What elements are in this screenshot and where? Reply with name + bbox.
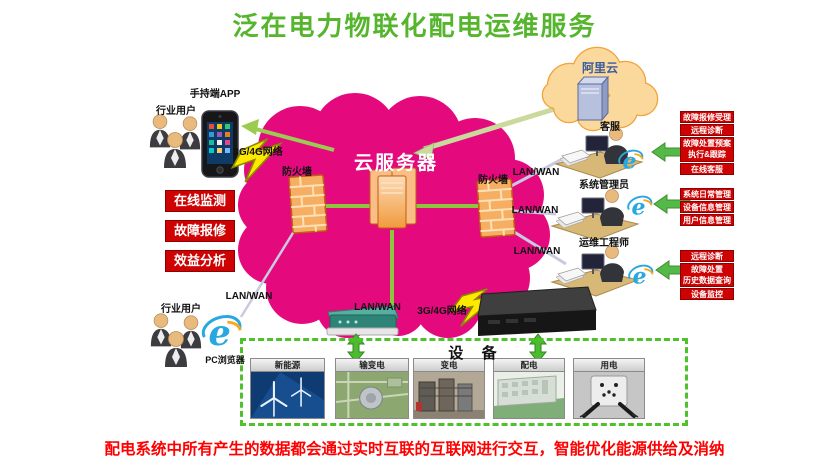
green-network-lines bbox=[324, 204, 480, 306]
router-icon bbox=[326, 305, 399, 336]
user-info-mgmt-box: 用户信息管理 bbox=[680, 214, 734, 226]
remote-diagnosis-box-2: 远程诊断 bbox=[680, 250, 734, 262]
network-3g4g-bottom-label: 3G/4G网络 bbox=[417, 306, 467, 317]
industry-users-bottom-icon bbox=[151, 314, 201, 367]
ali-cloud-label: 阿里云 bbox=[581, 61, 618, 75]
wind-energy-image bbox=[251, 372, 324, 418]
firewall-left-label: 防火墙 bbox=[282, 167, 312, 178]
firewall-left-icon bbox=[288, 173, 328, 235]
role-sysadmin-label: 系统管理员 bbox=[579, 180, 629, 191]
pc-browser-label: PC浏览器 bbox=[205, 355, 245, 365]
equipment-card-new-energy: 新能源 bbox=[250, 358, 325, 419]
lan-wan-right-label-2: LAN/WAN bbox=[511, 205, 559, 216]
lan-line-left bbox=[239, 227, 298, 318]
operator-desk-icon-2 bbox=[551, 188, 639, 241]
card-title-consumption: 用电 bbox=[574, 359, 644, 372]
cloud-server-icon bbox=[369, 167, 417, 229]
smartphone-icon bbox=[201, 110, 239, 178]
ie-browser-icon-2 bbox=[627, 193, 653, 222]
device-info-mgmt-box: 设备信息管理 bbox=[680, 201, 734, 213]
cloud-server-label: 云服务器 bbox=[353, 153, 438, 174]
fault-plan-tracking-box: 故障处置预案 执行&跟踪 bbox=[680, 137, 734, 162]
fault-report-box: 故障报修 bbox=[165, 220, 235, 242]
equipment-box bbox=[240, 338, 688, 426]
equipment-card-distribution: 配电 bbox=[493, 358, 565, 419]
equipment-card-substation: 变电 bbox=[413, 358, 485, 419]
card-title-transmission: 输变电 bbox=[336, 359, 408, 372]
power-socket-image bbox=[574, 372, 644, 418]
fault-history-query-box: 故障处置 历史数据查询 bbox=[680, 263, 734, 287]
lan-wan-left-label: LAN/WAN bbox=[225, 291, 273, 302]
equipment-card-transmission: 输变电 bbox=[335, 358, 409, 419]
fault-repair-acceptance-box: 故障报修受理 bbox=[680, 111, 734, 123]
lan-wan-right-label-1: LAN/WAN bbox=[512, 167, 560, 178]
central-cloud-shape bbox=[238, 93, 550, 338]
role-customer-service-label: 客服 bbox=[600, 122, 620, 133]
bottom-caption: 配电系统中所有产生的数据都会通过实时互联的互联网进行交互，智能优化能源供给及消纳 bbox=[104, 441, 725, 458]
handheld-app-label: 手持端APP bbox=[189, 89, 241, 100]
cloud-to-phone-line bbox=[251, 126, 335, 152]
online-customer-service-box: 在线客服 bbox=[680, 163, 734, 175]
remote-diagnosis-box-1: 远程诊断 bbox=[680, 124, 734, 136]
card-title-new-energy: 新能源 bbox=[251, 359, 324, 372]
rack-device-icon bbox=[477, 286, 597, 336]
industry-users-top-icon bbox=[150, 115, 200, 168]
firewall-right-label: 防火墙 bbox=[478, 175, 508, 186]
card-title-distribution: 配电 bbox=[494, 359, 564, 372]
equipment-label: 设 备 bbox=[448, 345, 504, 362]
role-ops-engineer-label: 运维工程师 bbox=[579, 238, 629, 249]
phone-arrowhead bbox=[241, 119, 259, 135]
lan-wan-right-label-3: LAN/WAN bbox=[513, 246, 561, 257]
industry-user-bottom-label: 行业用户 bbox=[161, 304, 201, 315]
page-title: 泛在电力物联化配电运维服务 bbox=[232, 11, 597, 41]
lan-wan-bottom-label: LAN/WAN bbox=[354, 302, 401, 313]
industry-user-top-label: 行业用户 bbox=[156, 106, 196, 117]
ie-browser-icon-3 bbox=[628, 262, 654, 291]
network-3g4g-left-label: 3G/4G网络 bbox=[233, 147, 283, 158]
transformer-image bbox=[414, 372, 484, 418]
ali-server-icon bbox=[576, 75, 610, 122]
benefit-analysis-box: 效益分析 bbox=[165, 250, 235, 272]
equipment-card-consumption: 用电 bbox=[573, 358, 645, 419]
distribution-panel-image bbox=[494, 372, 564, 418]
substation-aerial-image bbox=[336, 372, 408, 418]
card-title-substation: 变电 bbox=[414, 359, 484, 372]
ie-browser-icon-left bbox=[201, 311, 242, 356]
online-monitoring-box: 在线监测 bbox=[165, 190, 235, 212]
system-daily-mgmt-box: 系统日常管理 bbox=[680, 188, 734, 200]
device-monitoring-box: 设备监控 bbox=[680, 288, 734, 300]
ali-arrowhead bbox=[412, 142, 435, 160]
